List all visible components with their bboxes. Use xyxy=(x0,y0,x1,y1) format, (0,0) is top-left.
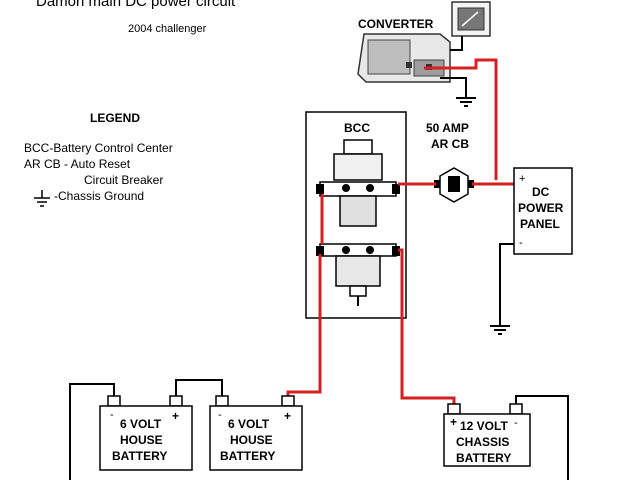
battery-minus: - xyxy=(514,417,518,429)
house-battery-ground-wire xyxy=(69,383,115,480)
battery-case xyxy=(443,413,531,467)
battery-line-voltage: 6 VOLT xyxy=(228,417,270,431)
battery-line-battery: BATTERY xyxy=(220,449,275,463)
battery-line-voltage: 12 VOLT xyxy=(460,419,508,433)
battery-series-link-wire xyxy=(175,379,223,398)
bcc: BCC xyxy=(305,111,407,319)
converter-ground xyxy=(440,77,476,107)
battery-plus: + xyxy=(172,409,179,423)
legend-heading: LEGEND xyxy=(90,111,140,125)
chassis-battery-ground-wire xyxy=(515,395,569,480)
battery-minus: - xyxy=(110,409,114,421)
battery-case xyxy=(99,405,193,471)
battery-line-battery: BATTERY xyxy=(112,449,167,463)
battery-line-voltage: 6 VOLT xyxy=(120,417,162,431)
legend-line-bcc: BCC-Battery Control Center xyxy=(24,141,173,155)
dc-power-panel: + DC POWER PANEL - xyxy=(513,167,573,255)
battery-minus: - xyxy=(218,409,222,421)
house-battery-2: - + 6 VOLT HOUSE BATTERY xyxy=(209,395,303,471)
battery-line-type: HOUSE xyxy=(120,433,163,447)
diagram-subtitle: 2004 challenger xyxy=(128,23,207,35)
chassis-battery-positive-wire xyxy=(398,248,456,406)
dc-panel-ground xyxy=(490,243,514,335)
diagram-title: Damon main DC power circuit xyxy=(36,0,236,10)
battery-line-type: CHASSIS xyxy=(456,435,509,449)
upper-solenoid-icon xyxy=(316,139,400,227)
dc-panel-plus: + xyxy=(519,173,525,185)
dc-panel-line-panel: PANEL xyxy=(520,217,560,231)
bcc-label: BCC xyxy=(344,121,370,135)
dc-panel-line-dc: DC xyxy=(532,185,550,199)
dc-panel-minus: - xyxy=(519,237,523,249)
house-battery-1: - + 6 VOLT HOUSE BATTERY xyxy=(99,395,193,471)
circuit-breaker: 50 AMP AR CB xyxy=(426,121,474,203)
converter-positive-wire xyxy=(424,58,498,180)
battery-plus: + xyxy=(284,409,291,423)
legend-line-ground: -Chassis Ground xyxy=(54,189,144,203)
battery-case xyxy=(209,405,303,471)
converter: CONVERTER xyxy=(357,1,491,83)
converter-unit-icon xyxy=(357,33,451,83)
dc-panel-box xyxy=(513,167,573,255)
chassis-battery: + - 12 VOLT CHASSIS BATTERY xyxy=(443,403,531,467)
house-battery-positive-wire xyxy=(286,254,322,398)
legend: LEGEND BCC-Battery Control Center AR CB … xyxy=(24,111,173,207)
converter-panel-icon xyxy=(451,1,491,37)
circuit-breaker-icon xyxy=(434,167,474,203)
dc-panel-line-power: POWER xyxy=(518,201,564,215)
converter-label: CONVERTER xyxy=(358,17,434,31)
legend-line-circuit-breaker: Circuit Breaker xyxy=(84,173,163,187)
ground-symbol-icon xyxy=(34,190,50,207)
breaker-label-arcb: AR CB xyxy=(431,137,469,151)
ground-symbol-icon xyxy=(456,97,476,107)
battery-plus: + xyxy=(450,415,457,429)
ground-symbol-icon xyxy=(490,325,510,335)
battery-line-type: HOUSE xyxy=(230,433,273,447)
breaker-label-amp: 50 AMP xyxy=(426,121,469,135)
lower-solenoid-icon xyxy=(316,243,400,297)
battery-line-battery: BATTERY xyxy=(456,451,511,465)
legend-line-arcb: AR CB - Auto Reset xyxy=(24,157,131,171)
